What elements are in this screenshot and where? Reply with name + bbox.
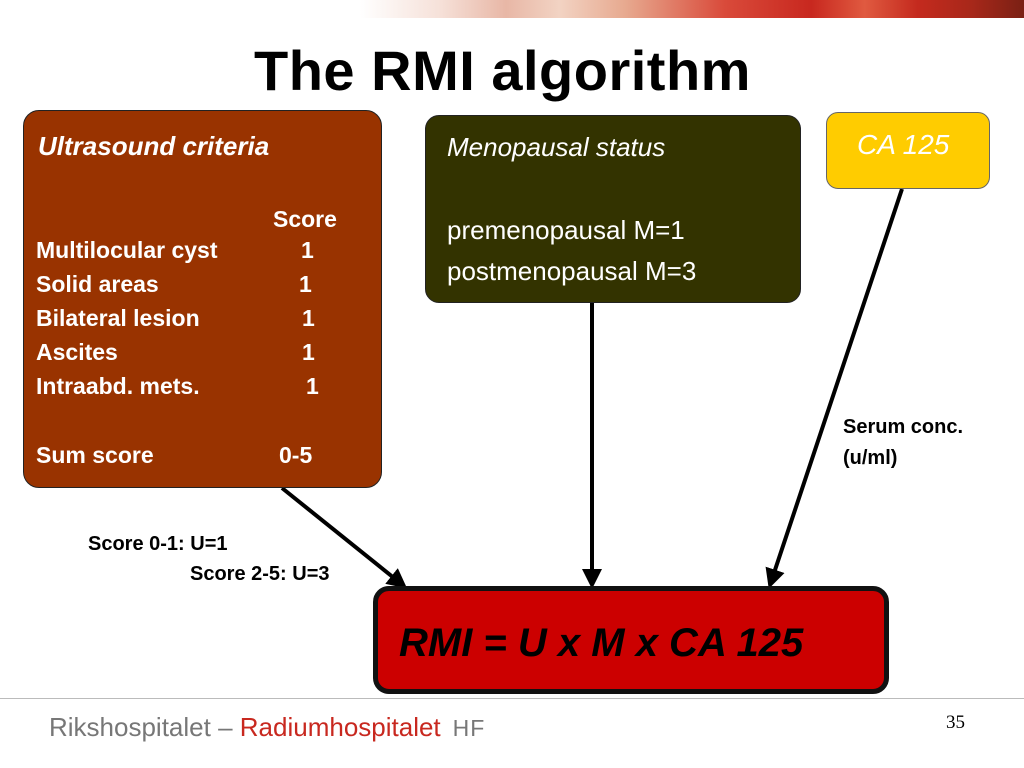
ultrasound-criteria-box: Ultrasound criteria Score Multilocular c… (23, 110, 382, 488)
footer-logo: Rikshospitalet – Radiumhospitalet HF (49, 712, 485, 743)
ultrasound-heading: Ultrasound criteria (38, 131, 270, 161)
criterion-score: 1 (299, 271, 312, 297)
slide-title: The RMI algorithm (254, 39, 751, 102)
footer-divider (0, 698, 1024, 699)
criterion-row: Ascites 1 (36, 339, 366, 369)
sum-score-label: Sum score (36, 442, 154, 468)
decorative-top-band (360, 0, 1024, 18)
criterion-label: Solid areas (36, 271, 159, 297)
serum-conc-label: Serum conc. (843, 416, 964, 438)
score-low-label: Score 0-1: U=1 (88, 533, 228, 555)
criterion-score: 1 (306, 373, 319, 399)
criterion-row: Multilocular cyst 1 (36, 237, 366, 267)
criterion-score: 1 (302, 305, 315, 331)
criterion-label: Multilocular cyst (36, 237, 218, 263)
criterion-row: Intraabd. mets. 1 (36, 373, 366, 403)
sum-score-row: Sum score 0-5 (36, 442, 366, 472)
footer-hf: HF (452, 715, 486, 741)
criterion-row: Bilateral lesion 1 (36, 305, 366, 335)
criterion-label: Bilateral lesion (36, 305, 200, 331)
menopausal-heading: Menopausal status (447, 132, 666, 162)
premenopausal-line: premenopausal M=1 (447, 215, 685, 245)
footer-radiumhospitalet: Radiumhospitalet (239, 712, 441, 742)
serum-unit-label: (u/ml) (843, 447, 898, 469)
criterion-label: Intraabd. mets. (36, 373, 200, 399)
criterion-score: 1 (302, 339, 315, 365)
postmenopausal-line: postmenopausal M=3 (447, 256, 697, 286)
score-column-header: Score (273, 206, 337, 232)
ca125-heading: CA 125 (857, 129, 950, 160)
sum-score-value: 0-5 (279, 442, 313, 468)
rmi-formula: RMI = U x M x CA 125 (399, 621, 804, 665)
footer-rikshospitalet: Rikshospitalet – (49, 712, 240, 742)
arrow-ultrasound-to-rmi (280, 486, 408, 589)
score-high-label: Score 2-5: U=3 (190, 563, 330, 585)
criterion-label: Ascites (36, 339, 118, 365)
page-number: 35 (946, 712, 965, 733)
menopausal-status-box: Menopausal status premenopausal M=1 post… (425, 115, 801, 303)
criterion-row: Solid areas 1 (36, 271, 366, 301)
criterion-score: 1 (301, 237, 314, 263)
arrow-ca125-to-rmi (765, 188, 904, 589)
rmi-formula-box: RMI = U x M x CA 125 (373, 586, 889, 694)
ca125-box: CA 125 (826, 112, 990, 189)
